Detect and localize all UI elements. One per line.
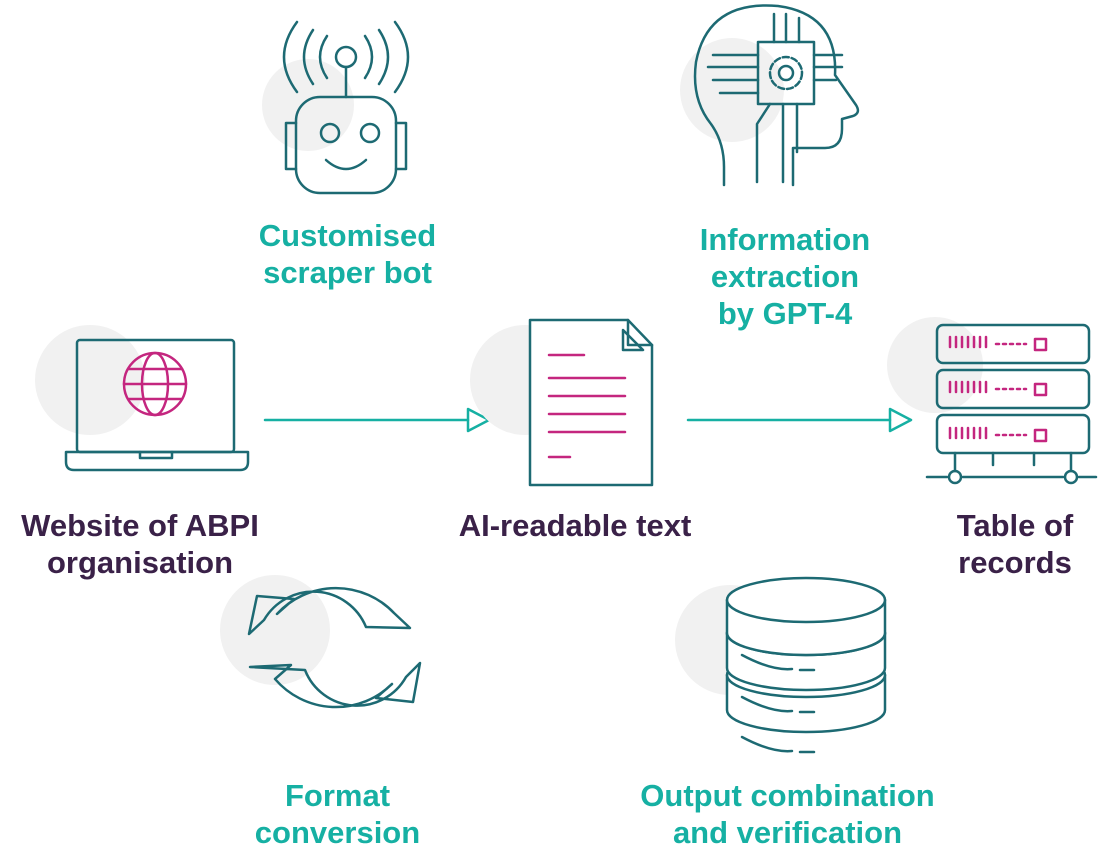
customised-scraper-bot-label: Customised scraper bot xyxy=(258,218,437,290)
ai-head-icon xyxy=(680,4,860,187)
output-combination-label: Output combination and verification xyxy=(640,778,935,850)
ai-readable-text-label: AI-readable text xyxy=(458,508,692,543)
website-of-abpi-label: Website of ABPI organisation xyxy=(21,508,259,580)
document-icon xyxy=(470,318,654,487)
robot-icon xyxy=(262,20,410,195)
database-icon xyxy=(675,576,887,754)
arrow-website-to-text xyxy=(263,407,491,433)
arrow-text-to-table xyxy=(686,407,913,433)
server-icon xyxy=(887,317,1098,485)
refresh-arrows-icon xyxy=(220,575,422,709)
information-extraction-label: Information extraction by GPT-4 xyxy=(699,222,871,331)
table-of-records-label: Table of records xyxy=(956,508,1074,580)
laptop-globe-icon xyxy=(35,325,250,472)
format-conversion-label: Format conversion xyxy=(254,778,421,850)
